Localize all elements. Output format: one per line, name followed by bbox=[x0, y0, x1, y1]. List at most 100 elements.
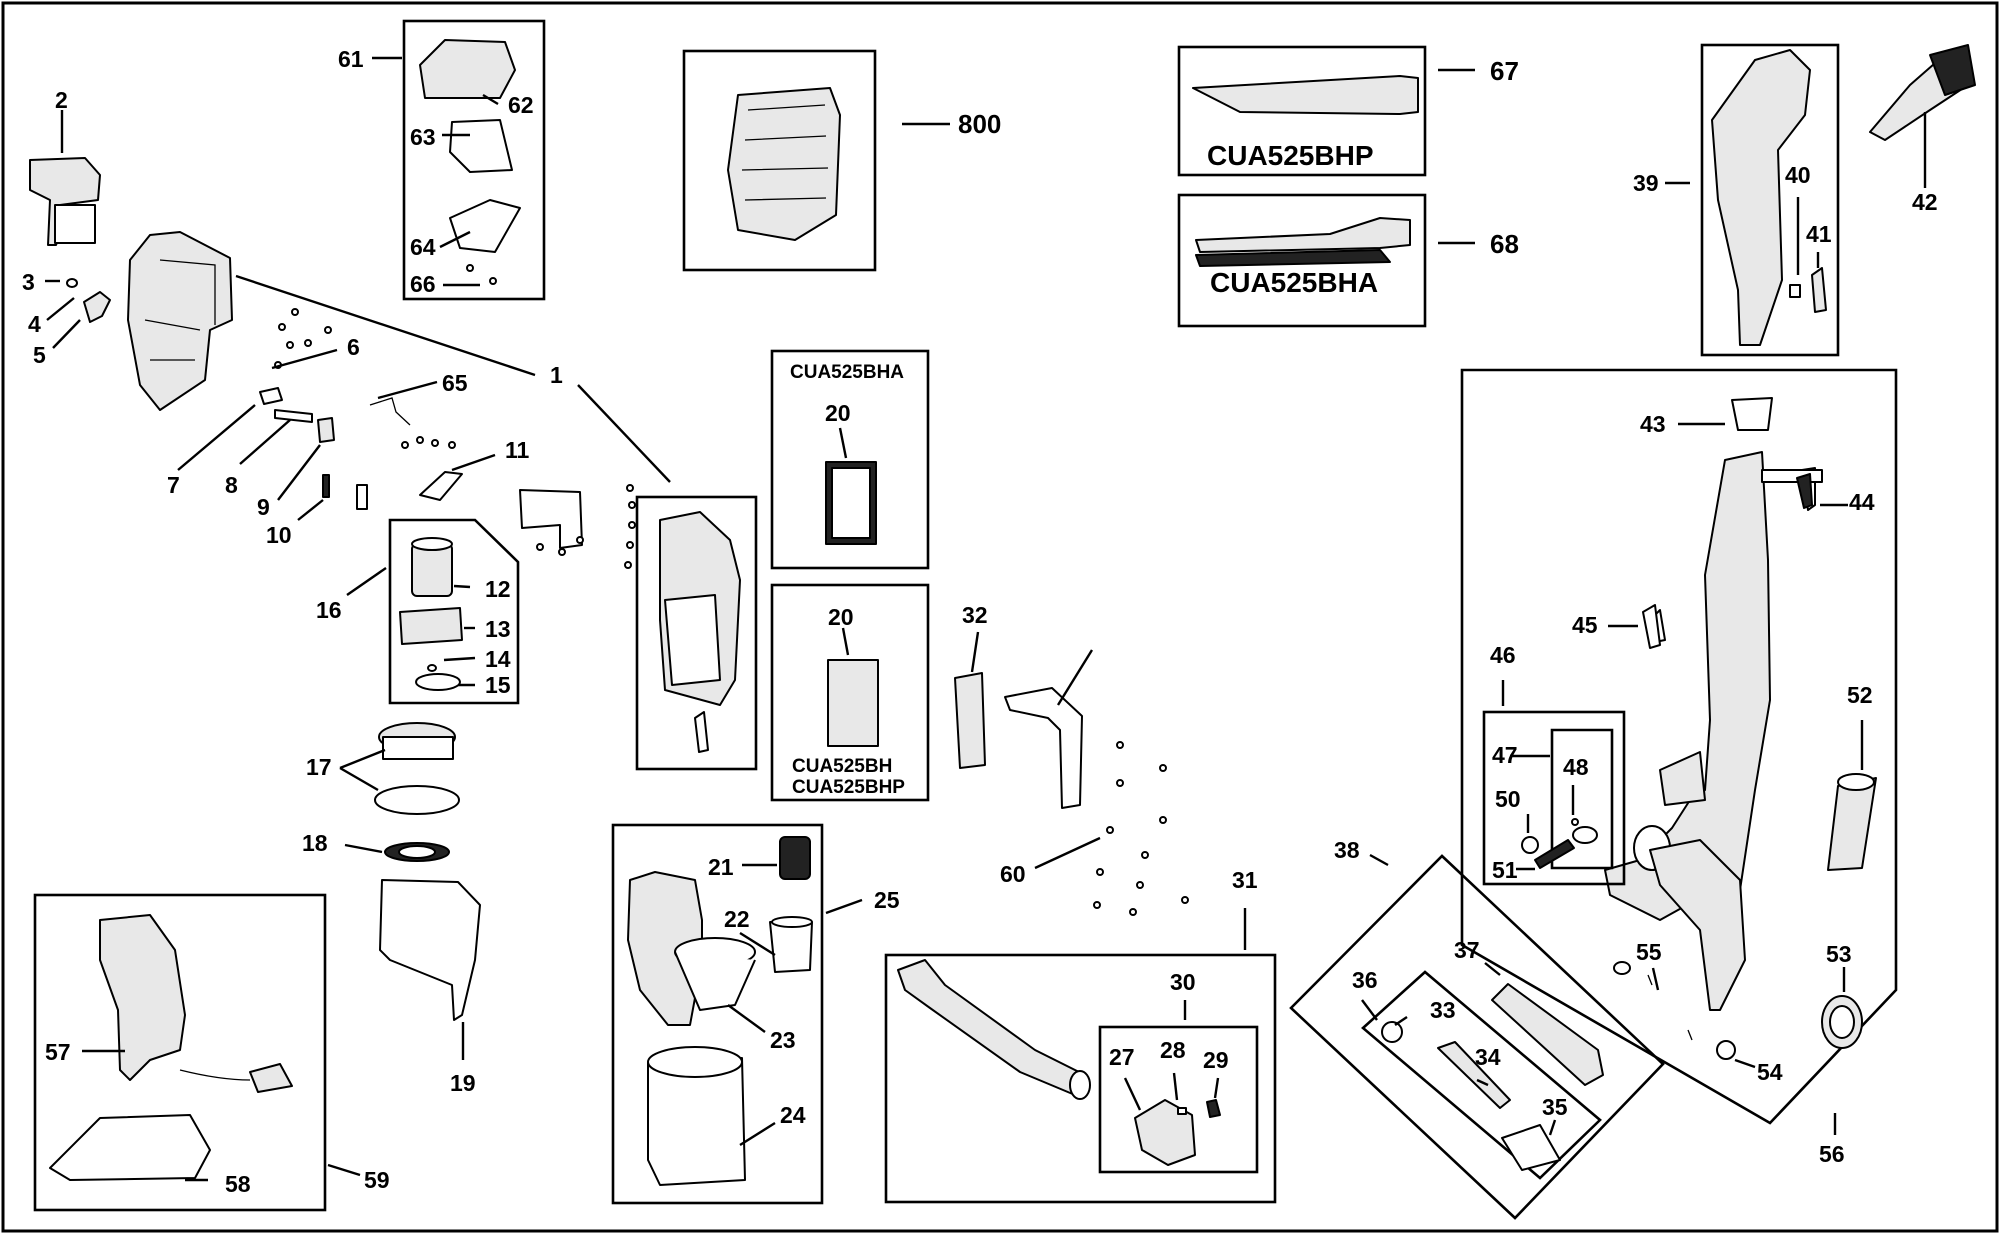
pcb-bracket bbox=[519, 489, 584, 556]
label-34: 34 bbox=[1475, 1044, 1501, 1070]
label-14: 14 bbox=[485, 646, 511, 672]
label-31: 31 bbox=[1232, 867, 1258, 893]
label-9: 9 bbox=[257, 494, 270, 520]
label-7: 7 bbox=[167, 472, 180, 498]
label-37: 37 bbox=[1454, 937, 1480, 963]
label-53: 53 bbox=[1826, 941, 1852, 967]
nozzle-parts-illustration bbox=[419, 39, 521, 285]
label-43: 43 bbox=[1640, 411, 1666, 437]
label-51: 51 bbox=[1492, 857, 1518, 883]
charger-box bbox=[33, 893, 327, 1212]
label-12: 12 bbox=[485, 576, 511, 602]
label-58: 58 bbox=[225, 1171, 251, 1197]
motor-assembly-box bbox=[388, 518, 520, 705]
label-8: 8 bbox=[225, 472, 238, 498]
label-57: 57 bbox=[45, 1039, 71, 1065]
label-13: 13 bbox=[485, 616, 511, 642]
label-61: 61 bbox=[338, 46, 364, 72]
label-25: 25 bbox=[874, 887, 900, 913]
part-2-illustration bbox=[29, 157, 101, 246]
label-50: 50 bbox=[1495, 786, 1521, 812]
separator-stack-17-18-19 bbox=[374, 722, 481, 1021]
model-label-filter-top: CUA525BHA bbox=[790, 362, 904, 383]
charger-illustration bbox=[49, 914, 293, 1181]
dust-container-box bbox=[611, 823, 824, 1205]
part-3-4-5-illustration bbox=[66, 278, 111, 323]
label-46: 46 bbox=[1490, 642, 1516, 668]
label-3: 3 bbox=[22, 269, 35, 295]
label-63: 63 bbox=[410, 124, 436, 150]
nozzle-parts-box bbox=[402, 19, 546, 301]
part-11-illustration bbox=[401, 436, 463, 501]
filter-cartridge-light bbox=[827, 659, 879, 747]
label-15: 15 bbox=[485, 672, 511, 698]
parts-54-55 bbox=[1613, 961, 1736, 1060]
part-2-center-extension bbox=[1004, 687, 1083, 809]
label-21: 21 bbox=[708, 854, 734, 880]
label-32: 32 bbox=[962, 602, 988, 628]
base-assembly-illustration bbox=[1604, 397, 1823, 1011]
model-label-crevice: CUA525BHP bbox=[1207, 140, 1374, 171]
label-22: 22 bbox=[724, 906, 750, 932]
label-30: 30 bbox=[1170, 969, 1196, 995]
part-6-screws bbox=[274, 308, 332, 369]
latch-parts-box bbox=[1482, 710, 1626, 886]
label-56: 56 bbox=[1819, 1141, 1845, 1167]
hose-box bbox=[884, 953, 1277, 1204]
part-10-spring bbox=[322, 474, 330, 498]
label-45: 45 bbox=[1572, 612, 1598, 638]
label-68: 68 bbox=[1490, 229, 1519, 259]
model-label-filter-bottom-1: CUA525BH bbox=[792, 756, 892, 777]
pcb-illustration bbox=[727, 87, 841, 241]
label-28: 28 bbox=[1160, 1037, 1186, 1063]
label-39: 39 bbox=[1633, 170, 1659, 196]
label-42: 42 bbox=[1912, 189, 1938, 215]
label-38: 38 bbox=[1334, 837, 1360, 863]
wand-box bbox=[1700, 43, 1840, 357]
label-800: 800 bbox=[958, 109, 1001, 139]
label-10: 10 bbox=[266, 522, 292, 548]
brushroll-inner-box bbox=[1361, 970, 1602, 1180]
motor-assembly-illustration bbox=[399, 537, 463, 691]
label-20-top: 20 bbox=[825, 400, 851, 426]
label-27: 27 bbox=[1109, 1044, 1135, 1070]
filter-box-top bbox=[770, 349, 930, 570]
label-52: 52 bbox=[1847, 682, 1873, 708]
latch-parts-inner-box bbox=[1550, 728, 1614, 870]
label-40: 40 bbox=[1785, 162, 1811, 188]
wand-illustration bbox=[1711, 49, 1827, 346]
part-32-screen bbox=[954, 672, 986, 769]
pcb-box bbox=[682, 49, 877, 272]
crevice-tool-box bbox=[1177, 45, 1427, 177]
label-17: 17 bbox=[306, 754, 332, 780]
label-59: 59 bbox=[364, 1167, 390, 1193]
handle-housing-box bbox=[635, 495, 758, 771]
model-label-upholstery: CUA525BHA bbox=[1210, 267, 1378, 298]
label-67: 67 bbox=[1490, 56, 1519, 86]
hose-cuff-box bbox=[1098, 1025, 1259, 1174]
part-44-45-illustration bbox=[1642, 473, 1813, 649]
label-4: 4 bbox=[28, 311, 41, 337]
dust-container-illustration bbox=[627, 836, 813, 1186]
hose-cuff-illustration bbox=[1134, 1099, 1221, 1166]
part-labels: 2 3 4 5 1 6 7 8 9 10 11 12 13 14 15 16 1… bbox=[22, 46, 1938, 1197]
small-block bbox=[356, 484, 368, 510]
model-labels: CUA525BHP CUA525BHA CUA525BHA CUA525BH C… bbox=[790, 140, 1378, 798]
label-60: 60 bbox=[1000, 861, 1026, 887]
upholstery-tool-box bbox=[1177, 193, 1427, 328]
label-19: 19 bbox=[450, 1070, 476, 1096]
label-35: 35 bbox=[1542, 1094, 1568, 1120]
hose-illustration bbox=[897, 959, 1091, 1100]
switch-assembly-7-8-9 bbox=[259, 387, 335, 443]
label-33: 33 bbox=[1430, 997, 1456, 1023]
label-36: 36 bbox=[1352, 967, 1378, 993]
label-23: 23 bbox=[770, 1027, 796, 1053]
label-44: 44 bbox=[1849, 489, 1875, 515]
label-47: 47 bbox=[1492, 742, 1518, 768]
label-11: 11 bbox=[505, 437, 530, 463]
crevice-tool-illustration bbox=[1192, 75, 1419, 115]
base-assembly-box bbox=[1460, 368, 1898, 1125]
label-62: 62 bbox=[508, 92, 534, 118]
